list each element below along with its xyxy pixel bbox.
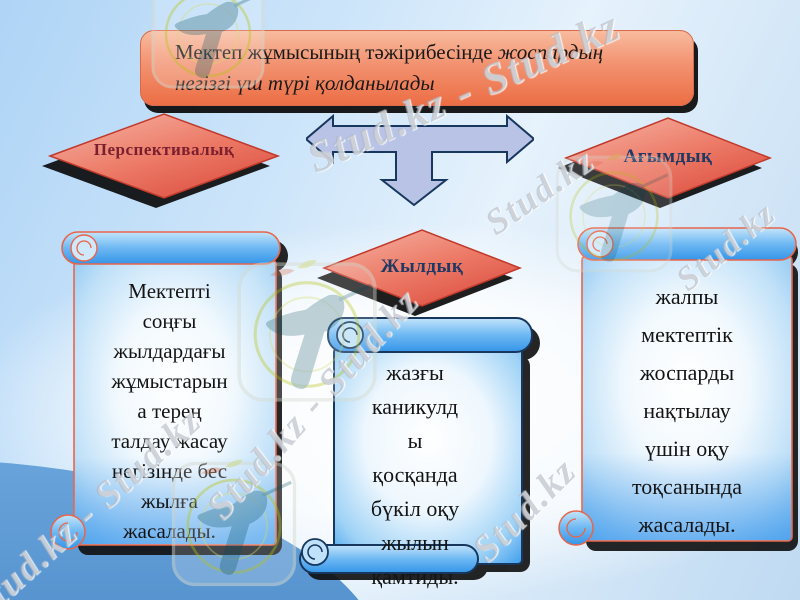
scroll-left-text: Мектепті соңғы жылдардағы жұмыстарын а т…	[111, 279, 228, 543]
scroll-left-top-roll	[61, 231, 281, 265]
scroll-center	[299, 317, 540, 580]
diamond-annual-label: Жылдық	[380, 256, 464, 277]
diamond-perspective-label: Перспективалық	[93, 140, 235, 159]
scroll-right-text: жалпы мектептік жоспарды нақтылау үшін о…	[631, 284, 743, 537]
scroll-right-bottom-curl	[558, 510, 594, 546]
diamond-perspective	[42, 113, 281, 208]
title-text-regular: Мектеп жұмысының тәжірибесінде	[175, 39, 498, 64]
scroll-center-bottom-roll	[299, 544, 479, 574]
scroll-left-bottom-curl	[50, 514, 86, 550]
scroll-center-text: жазғы каникулд ы қосқанда бүкіл оқу жылы…	[370, 360, 460, 589]
scroll-right	[558, 227, 798, 551]
three-way-arrow	[306, 113, 534, 207]
title-box: Мектеп жұмысының тәжірибесінде жоспардың…	[140, 30, 694, 106]
title-text: Мектеп жұмысының тәжірибесінде жоспардың…	[141, 35, 647, 102]
diamond-current-label: Ағымдық	[623, 146, 713, 167]
